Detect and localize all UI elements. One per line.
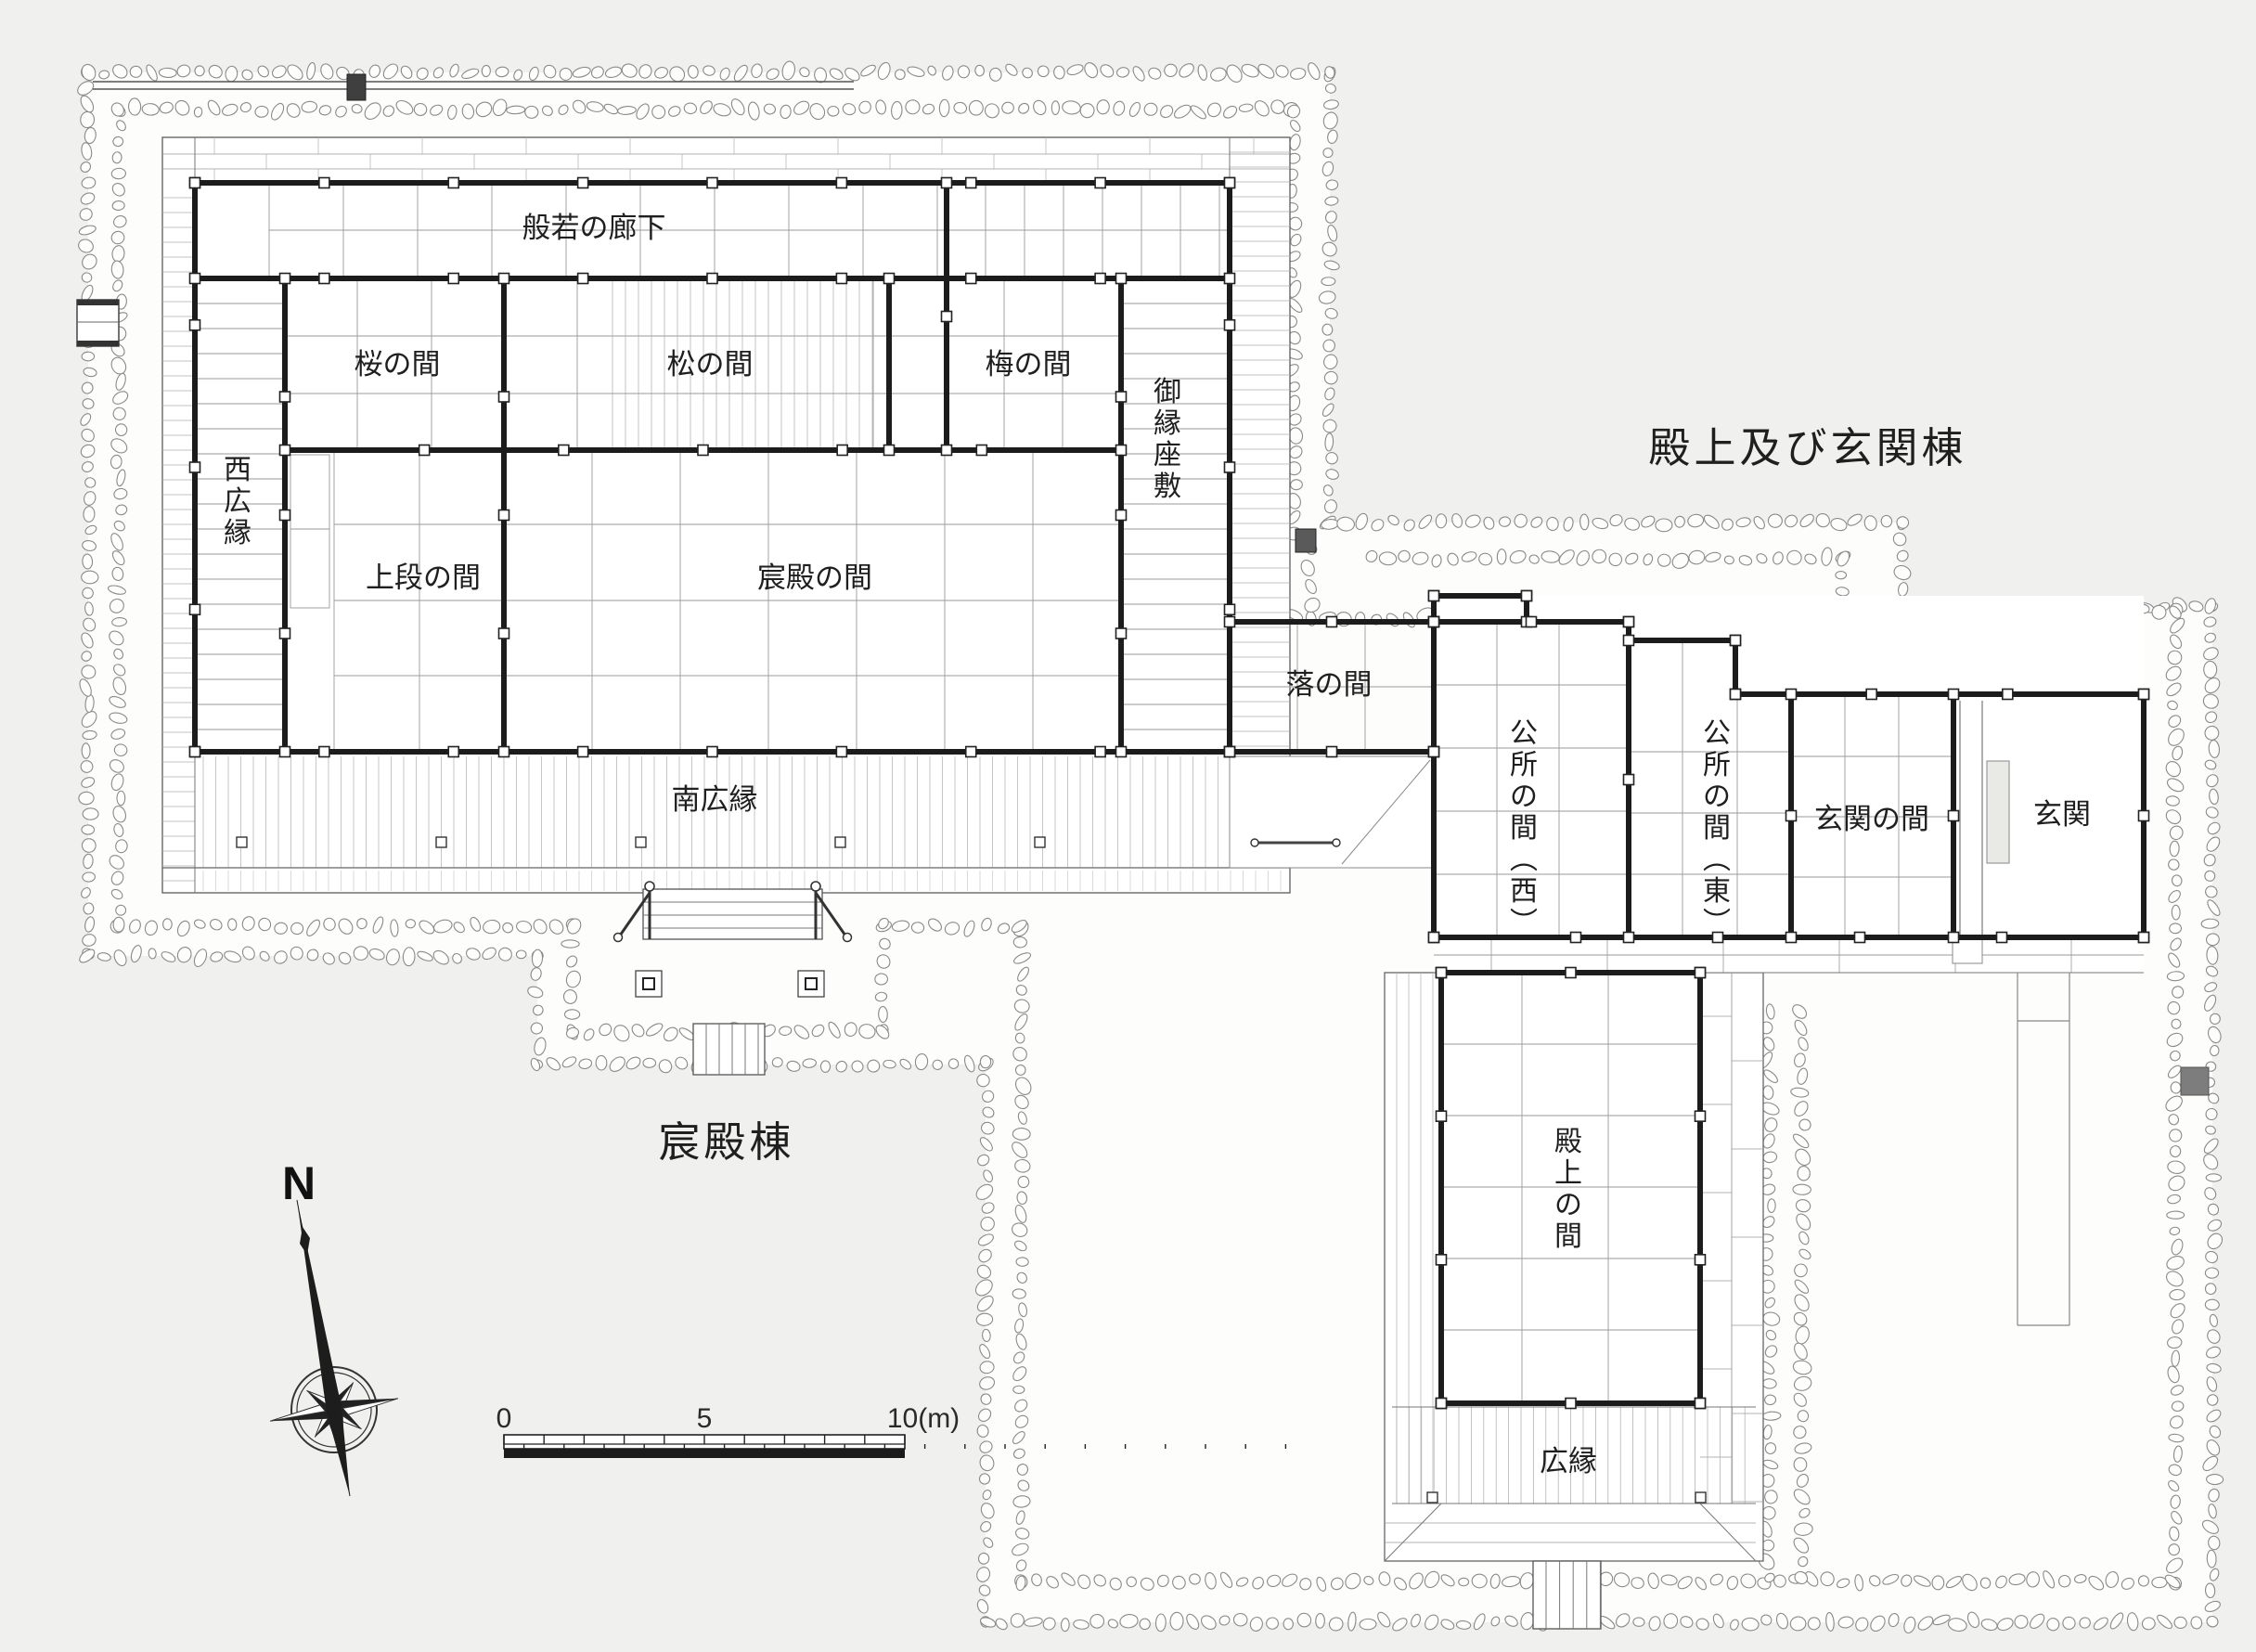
- room-label-kosho-west: 公所の間︵西︶: [1510, 718, 1538, 938]
- room-label-hiroen: 広縁: [1540, 1445, 1597, 1478]
- scale-tick-0: 0: [496, 1403, 512, 1434]
- room-label-ume: 梅の間: [986, 348, 1072, 381]
- scale-tick-10: 10(m): [887, 1403, 960, 1434]
- room-label-genkan: 玄関: [2033, 798, 2091, 831]
- room-label-ochi: 落の間: [1286, 668, 1373, 701]
- room-label-jodan: 上段の間: [366, 561, 481, 594]
- room-label-minami-hiroen: 南広縁: [672, 783, 758, 816]
- building-title-shinden-wing: 宸殿棟: [658, 1118, 794, 1166]
- room-label-sakura: 桜の間: [355, 348, 441, 381]
- room-label-genkan-room: 玄関の間: [1814, 803, 1929, 835]
- plan-labels: 般若の廊下 桜の間 松の間 梅の間 御縁座敷 西広縁 上段の間 宸殿の間 落の間…: [224, 212, 2091, 1478]
- room-label-shinden: 宸殿の間: [757, 561, 872, 594]
- scale-tick-5: 5: [697, 1403, 713, 1434]
- compass-north-label: N: [282, 1157, 316, 1209]
- room-label-tenjo-room: 殿上の間: [1554, 1127, 1582, 1252]
- room-label-kosho-east: 公所の間︵東︶: [1703, 718, 1731, 938]
- room-label-goen-zashiki: 御縁座敷: [1154, 377, 1181, 502]
- room-label-hannya-corridor: 般若の廊下: [522, 212, 666, 244]
- building-title-tenjo-genkan-wing: 殿上及び玄関棟: [1648, 424, 1966, 471]
- room-label-nishi-hiroen: 西広縁: [224, 455, 251, 549]
- room-label-matsu: 松の間: [667, 348, 754, 381]
